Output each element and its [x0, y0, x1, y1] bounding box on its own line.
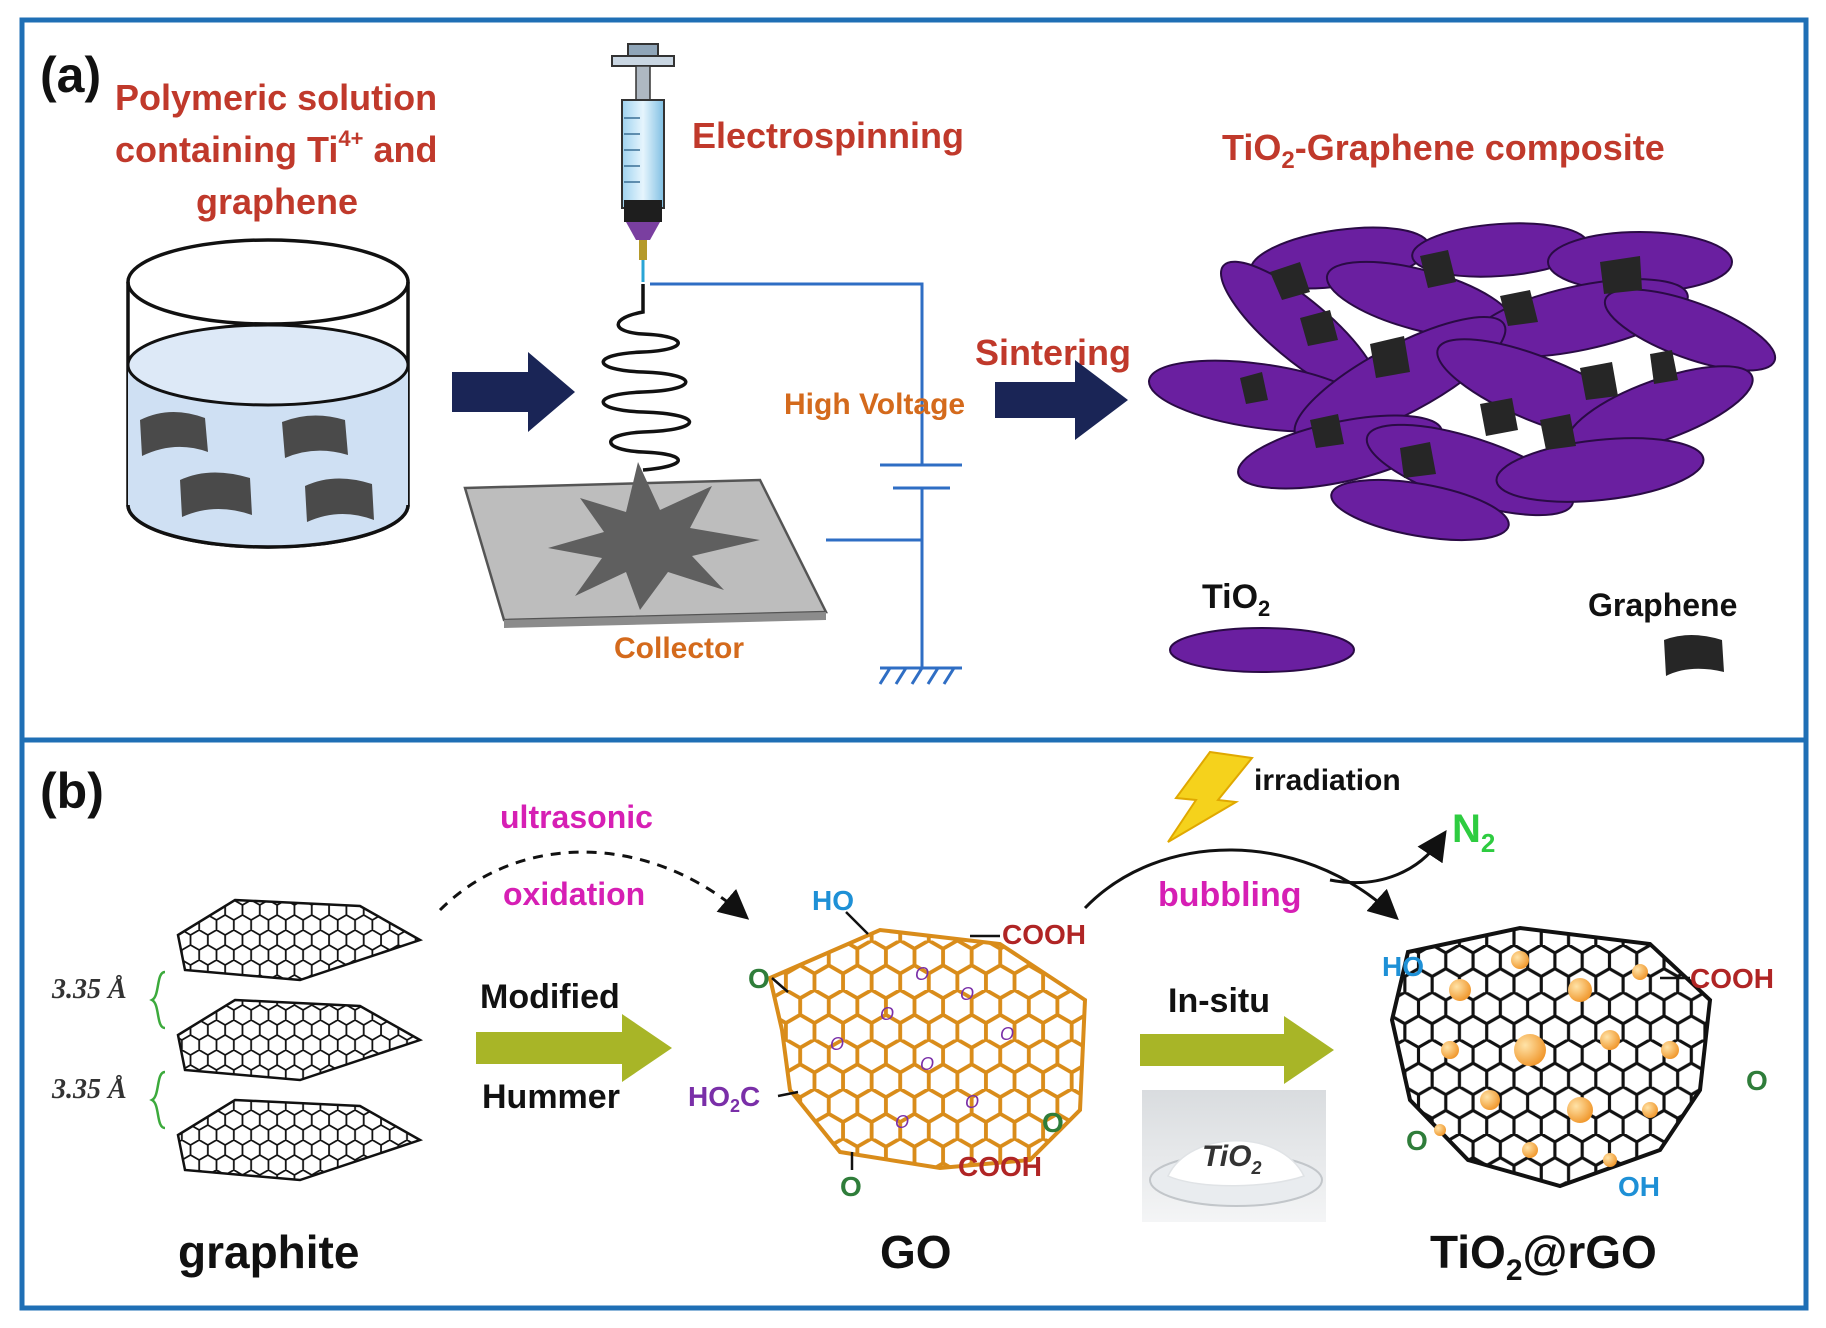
legend-graphene-swatch — [1664, 635, 1724, 676]
graphite-label: graphite — [178, 1226, 359, 1278]
svg-text:O: O — [1000, 1024, 1014, 1044]
legend-graphene-label: Graphene — [1588, 587, 1737, 623]
hummer-arrow — [476, 1014, 672, 1082]
tio2-powder-photo: TiO2 — [1142, 1090, 1326, 1222]
svg-text:O: O — [830, 1034, 844, 1054]
collector-label: Collector — [614, 632, 744, 665]
go-ho-label: HO — [812, 885, 854, 916]
syringe-icon — [611, 43, 675, 282]
high-voltage-circuit — [650, 282, 962, 685]
svg-text:graphene: graphene — [196, 181, 358, 222]
legend-tio2-label: TiO2 — [1202, 578, 1270, 621]
bubbling-label: bubbling — [1158, 876, 1302, 914]
panel-b-label: (b) — [40, 763, 104, 819]
n2-label: N2 — [1452, 807, 1495, 858]
fiber-jet-coil — [601, 284, 692, 472]
rgo-cooh-label: COOH — [1690, 963, 1774, 994]
process-arrow-1 — [452, 352, 575, 432]
irradiation-label: irradiation — [1254, 764, 1401, 797]
solution-title: Polymeric solution containing Ti4+ and g… — [115, 77, 437, 222]
go-o-right-label: O — [1042, 1107, 1064, 1138]
ultrasonic-label: ultrasonic — [500, 799, 653, 835]
collector-plate — [463, 462, 828, 628]
go-o-bottom-label: O — [840, 1171, 862, 1202]
composite-legend: TiO2 Graphene — [1169, 578, 1737, 676]
in-situ-label: In-situ — [1168, 982, 1270, 1020]
composite-title: TiO2-Graphene composite — [1222, 127, 1665, 174]
legend-tio2-swatch — [1169, 627, 1355, 673]
tio2-rgo-sheet — [1389, 925, 1713, 1189]
svg-text:O: O — [895, 1112, 909, 1132]
oxidation-label: oxidation — [503, 876, 645, 912]
rgo-oh-label: OH — [1618, 1171, 1660, 1202]
hummer-label: Hummer — [482, 1078, 620, 1116]
rgo-functional-groups: HO COOH O O OH — [1382, 951, 1774, 1202]
spacing-label-1: 3.35 Å — [51, 974, 127, 1005]
svg-text:O: O — [965, 1092, 979, 1112]
svg-text:O: O — [960, 984, 974, 1004]
high-voltage-label: High Voltage — [784, 388, 965, 421]
ultrasonic-dashed-arrow — [438, 850, 750, 920]
interlayer-spacing: 3.35 Å 3.35 Å — [51, 970, 166, 1130]
go-cooh-bottom-label: COOH — [958, 1151, 1042, 1182]
in-situ-arrow — [1140, 1016, 1334, 1084]
graphite-stack — [176, 898, 424, 1182]
electrospinning-label: Electrospinning — [692, 115, 964, 156]
svg-text:containing Ti4+ and: containing Ti4+ and — [115, 126, 437, 170]
svg-text:O: O — [915, 964, 929, 984]
svg-text:Polymeric solution: Polymeric solution — [115, 77, 437, 118]
sintering-label: Sintering — [975, 332, 1131, 373]
go-sheet: O O O O O O O O — [767, 927, 1088, 1171]
go-functional-groups: HO COOH O HO2C O O COOH — [688, 885, 1086, 1202]
modified-label: Modified — [480, 978, 620, 1016]
rgo-ho-label: HO — [1382, 951, 1424, 982]
svg-text:O: O — [920, 1054, 934, 1074]
beaker — [126, 238, 410, 549]
panel-a-label: (a) — [40, 47, 101, 103]
lightning-icon — [1167, 750, 1254, 843]
spacing-label-2: 3.35 Å — [51, 1074, 127, 1105]
graphene-flakes-in-beaker — [140, 411, 374, 522]
go-cooh-top-label: COOH — [1002, 919, 1086, 950]
rgo-o-right-label: O — [1746, 1065, 1768, 1096]
rgo-o-left-label: O — [1406, 1125, 1428, 1156]
go-label: GO — [880, 1226, 952, 1278]
svg-text:O: O — [880, 1004, 894, 1024]
go-ho2c-label: HO2C — [688, 1081, 760, 1116]
go-o-left-label: O — [748, 963, 770, 994]
product-label: TiO2@rGO — [1430, 1226, 1657, 1287]
powder-label: TiO2 — [1202, 1140, 1261, 1178]
tio2-graphene-composite — [1148, 222, 1777, 541]
sintering-arrow — [995, 360, 1128, 440]
n2-release-arrow — [1329, 830, 1447, 885]
